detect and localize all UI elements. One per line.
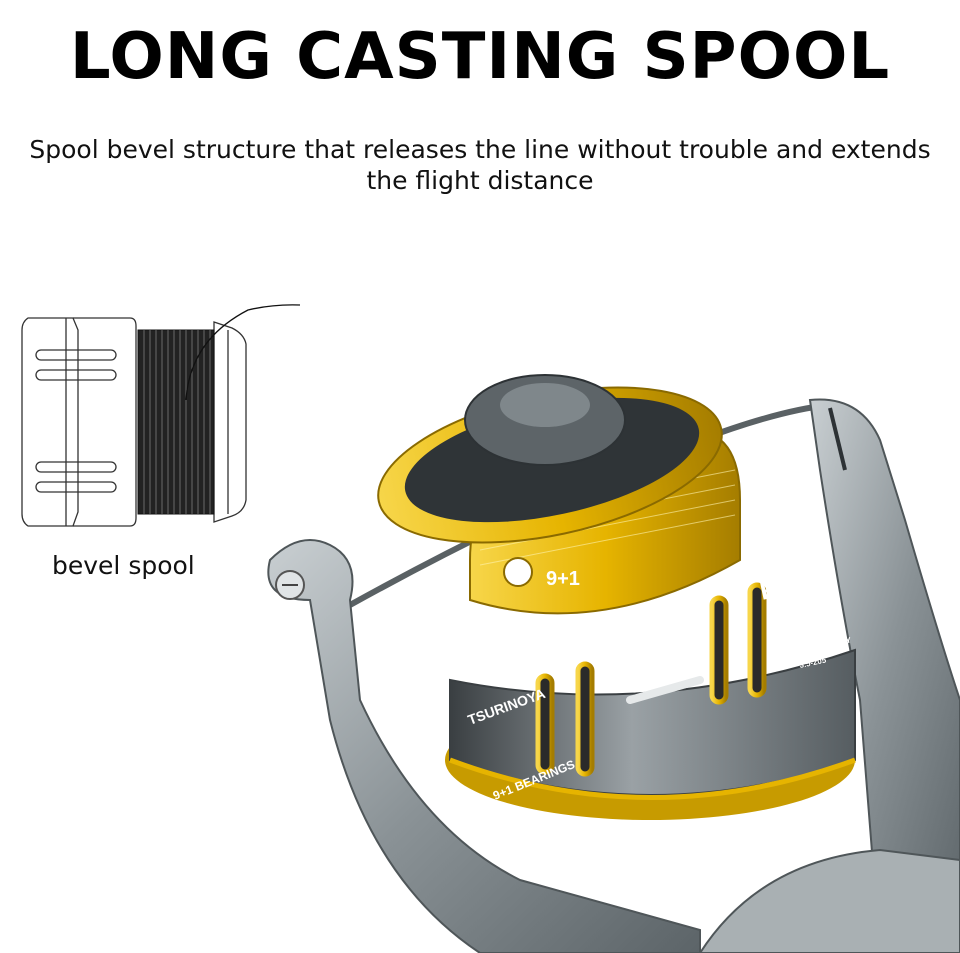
bearings-badge: 9+1 [546,568,580,590]
diagram-caption: bevel spool [52,551,195,580]
subtitle-line-2: the flight distance [366,166,594,195]
spinning-reel-image: 9+1 FS40 LINE CAPACITY 3.5-205 TSURINOYA… [267,374,960,953]
page-title: LONG CASTING SPOOL [69,20,891,94]
subtitle-line-1: Spool bevel structure that releases the … [29,135,931,164]
page-subtitle: Spool bevel structure that releases the … [0,134,960,196]
bevel-spool-diagram [21,304,301,527]
model-label: FS40 [757,564,824,606]
